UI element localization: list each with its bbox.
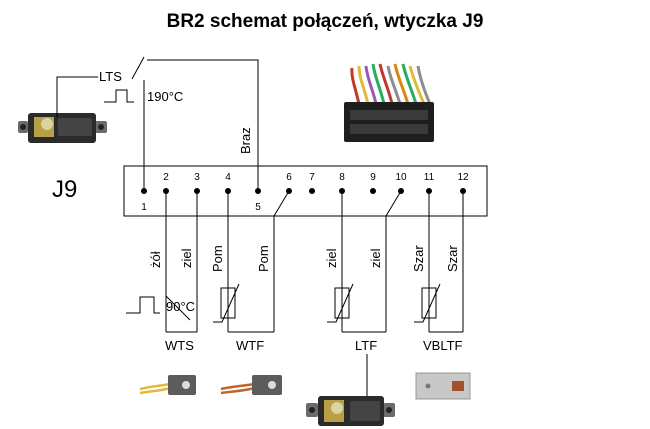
wires bbox=[165, 190, 464, 332]
pin-number: 4 bbox=[225, 172, 231, 183]
pin-number: 6 bbox=[286, 172, 292, 183]
diagram-title: BR2 schemat połączeń, wtyczka J9 bbox=[167, 11, 484, 32]
pin-numbers-top: 2 3 4 6 7 8 9 10 11 12 bbox=[163, 172, 469, 183]
wire-label-zol: żół bbox=[148, 251, 163, 268]
connector-photo bbox=[344, 63, 434, 142]
pin-number: 10 bbox=[395, 172, 407, 183]
pin-dot bbox=[255, 188, 261, 194]
pin-number: 11 bbox=[424, 172, 435, 183]
braz-label: Braz bbox=[238, 127, 253, 154]
sensor-label-vbltf: VBLTF bbox=[423, 338, 463, 353]
connector-label: J9 bbox=[52, 176, 77, 203]
wts-temp-label: 90°C bbox=[166, 299, 195, 314]
pin-number: 2 bbox=[163, 172, 169, 183]
sensor-label-wtf: WTF bbox=[236, 338, 264, 353]
wire-label-szar: Szar bbox=[445, 245, 460, 272]
connector-block bbox=[123, 165, 488, 217]
wts-sensor-photo bbox=[139, 375, 196, 395]
lts-label: LTS bbox=[99, 69, 122, 84]
pin-numbers-bottom: 1 5 bbox=[141, 202, 261, 213]
wtf-sensor-photo bbox=[220, 375, 282, 395]
pin-number: 5 bbox=[255, 202, 261, 213]
pin-number: 9 bbox=[370, 172, 376, 183]
lts-switch-arm bbox=[131, 56, 145, 80]
vbltf-sensor-photo bbox=[415, 372, 471, 400]
wire-label-ziel: ziel bbox=[368, 248, 383, 268]
lts-leader-line bbox=[56, 76, 98, 117]
sensor-label-ltf: LTF bbox=[355, 338, 377, 353]
pin-number: 3 bbox=[194, 172, 200, 183]
lts-temp-label: 190°C bbox=[147, 89, 183, 104]
ltf-sensor-photo bbox=[306, 396, 395, 426]
pin-dot bbox=[141, 188, 147, 194]
wts-switch-symbol bbox=[126, 296, 160, 314]
ltf-thermistor bbox=[334, 287, 350, 319]
lts-wire-pin5 bbox=[147, 59, 259, 190]
pin-dot bbox=[370, 188, 376, 194]
lts-thermostat-photo bbox=[18, 113, 107, 143]
pin-number: 1 bbox=[141, 202, 147, 213]
lts-switch-symbol bbox=[104, 89, 134, 103]
pin-number: 8 bbox=[339, 172, 345, 183]
wire-label-szar: Szar bbox=[411, 245, 426, 272]
wire-label-ziel: ziel bbox=[324, 248, 339, 268]
wire-label-pom: Pom bbox=[210, 245, 225, 272]
wtf-thermistor bbox=[220, 287, 236, 319]
sensor-label-wts: WTS bbox=[165, 338, 194, 353]
pin-number: 7 bbox=[309, 172, 315, 183]
wts-switch-arm bbox=[165, 295, 191, 321]
wire-label-ziel: ziel bbox=[179, 248, 194, 268]
pin-dot bbox=[309, 188, 315, 194]
wire-label-pom: Pom bbox=[256, 245, 271, 272]
pin-dots bbox=[141, 188, 466, 194]
vbltf-thermistor bbox=[421, 287, 437, 319]
pin-number: 12 bbox=[457, 172, 469, 183]
